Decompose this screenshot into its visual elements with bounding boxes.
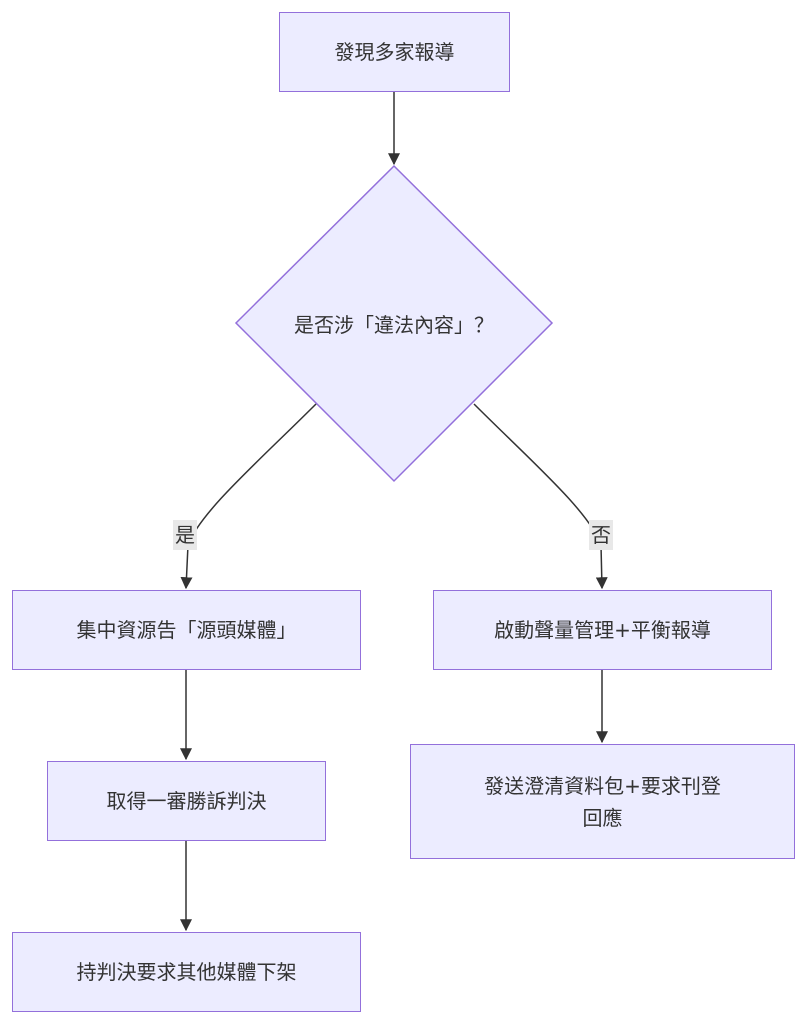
edge-label-no: 否 bbox=[589, 520, 613, 550]
edge-decision-to-yes bbox=[180, 403, 317, 590]
no-step-2-label-line-1: 發送澄清資料包+要求刊登 bbox=[484, 773, 721, 798]
start-node-label: 發現多家報導 bbox=[334, 40, 455, 64]
decision-node-label: 是否涉「違法內容」？ bbox=[294, 312, 494, 337]
no-step-1-label: 啟動聲量管理+平衡報導 bbox=[494, 618, 711, 642]
yes-step-1-label: 集中資源告「源頭媒體」 bbox=[76, 618, 297, 642]
no-step-2-node: 發送澄清資料包+要求刊登 回應 bbox=[410, 744, 795, 859]
yes-step-1-node: 集中資源告「源頭媒體」 bbox=[12, 590, 361, 670]
no-step-2-label-line-2: 回應 bbox=[582, 805, 623, 830]
yes-step-2-label: 取得一審勝訴判決 bbox=[106, 789, 267, 813]
start-node: 發現多家報導 bbox=[279, 12, 510, 92]
yes-step-2-node: 取得一審勝訴判決 bbox=[47, 761, 326, 841]
yes-step-3-label: 持判決要求其他媒體下架 bbox=[76, 960, 297, 984]
no-step-1-node: 啟動聲量管理+平衡報導 bbox=[433, 590, 772, 670]
edge-label-yes: 是 bbox=[173, 520, 197, 550]
edge-decision-to-no bbox=[473, 403, 608, 590]
decision-diamond bbox=[234, 164, 554, 483]
decision-node: 是否涉「違法內容」？ bbox=[236, 293, 552, 353]
yes-step-3-node: 持判決要求其他媒體下架 bbox=[12, 932, 361, 1012]
